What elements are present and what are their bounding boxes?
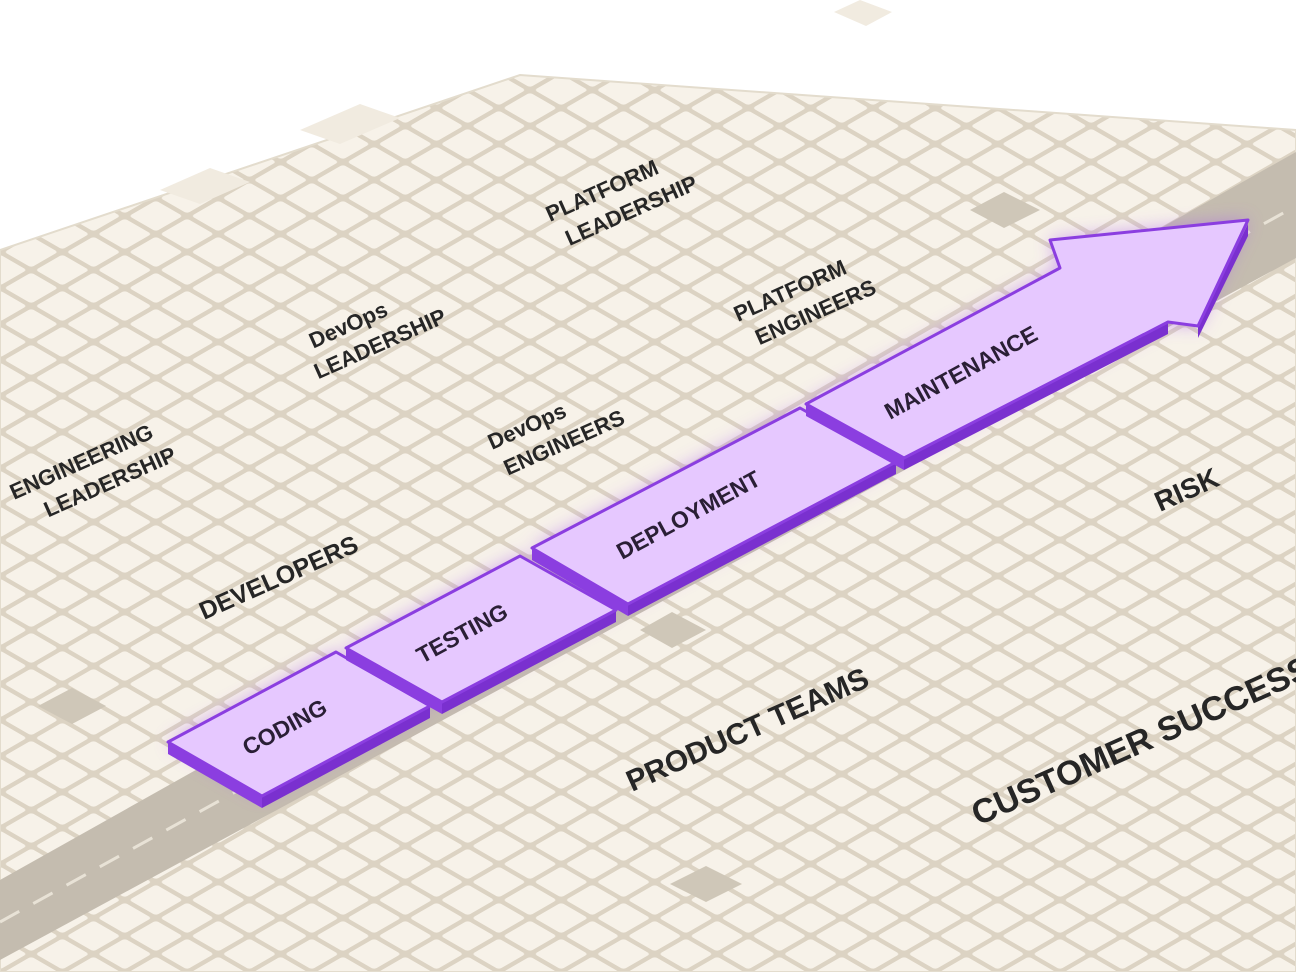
tile-block (300, 104, 400, 144)
tile-field-edge (0, 73, 1296, 972)
tile-block (160, 168, 250, 204)
stage-testing: TESTING (344, 554, 618, 714)
stage-deployment: DEPLOYMENT (530, 406, 898, 616)
stage-coding: CODING (166, 650, 432, 808)
dark-tile (970, 192, 1040, 228)
dark-tile (38, 688, 106, 724)
dark-tile (670, 866, 742, 902)
dark-tile (640, 612, 706, 648)
tile-block (834, 0, 892, 26)
